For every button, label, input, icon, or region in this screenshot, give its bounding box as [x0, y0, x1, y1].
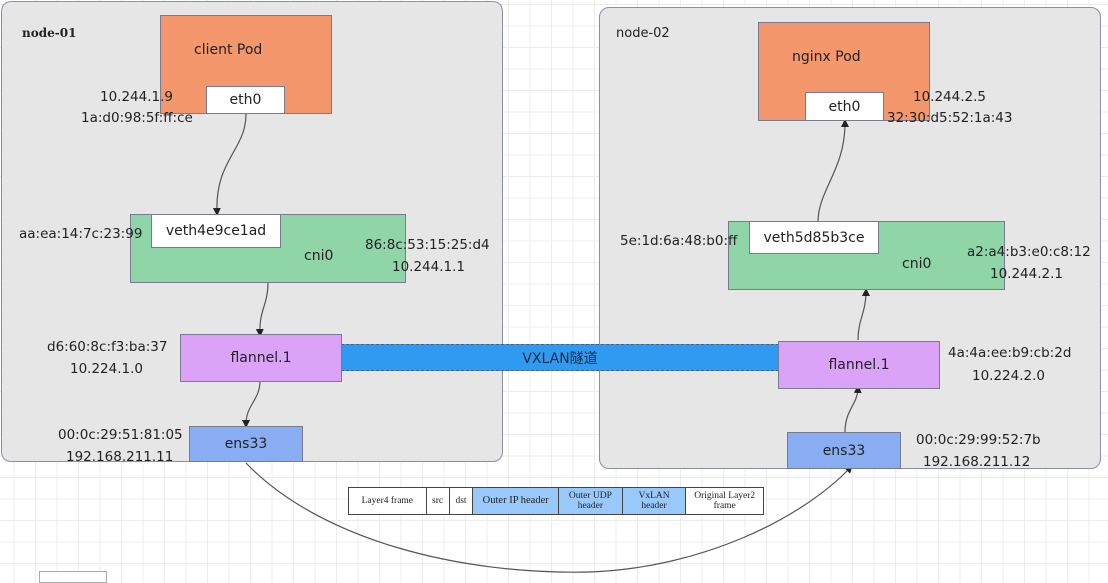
packet-field-src: src	[427, 488, 450, 514]
node-02-cni0-mac: a2:a4:b3:e0:c8:12	[967, 244, 1091, 260]
nginx-pod-ip: 10.244.2.5	[913, 89, 986, 105]
node-01-flannel[interactable]: flannel.1	[180, 334, 342, 382]
packet-field-original-layer2-frame: Original Layer2 frame	[694, 491, 756, 511]
node-01-cni0-mac: 86:8c:53:15:25:d4	[365, 237, 490, 253]
packet-field-layer4-frame: Layer4 frame	[349, 488, 427, 514]
edge-flannel-to-ens-node1	[242, 380, 261, 428]
edge-veth-to-eth0-node2	[817, 119, 849, 223]
packet-field-outer-ip-header: Outer IP header	[473, 488, 560, 514]
node-01-cni0-label: cni0	[304, 248, 334, 264]
edge-ens-to-flannel-node2	[844, 385, 862, 433]
vxlan-tunnel[interactable]: VXLAN隧道	[341, 344, 779, 371]
node-01-flannel-mac: d6:60:8c:f3:ba:37	[47, 339, 168, 355]
packet-field-outer-udp-header: Outer UDP header	[559, 488, 623, 514]
packet-field-vxlan-header: VxLAN header	[622, 488, 687, 514]
node-02-flannel[interactable]: flannel.1	[778, 341, 940, 389]
node-01-title: node-01	[22, 26, 77, 40]
nginx-pod-eth0[interactable]: eth0	[805, 92, 884, 121]
client-pod-mac: 1a:d0:98:5f:ff:ce	[81, 110, 193, 126]
client-pod-eth0[interactable]: eth0	[206, 86, 285, 114]
node-02-flannel-mac: 4a:4a:ee:b9:cb:2d	[948, 345, 1072, 361]
edge-eth0-to-veth-node1	[212, 113, 247, 216]
node-02-ens33[interactable]: ens33	[787, 432, 901, 469]
nginx-pod-label: nginx Pod	[792, 49, 861, 65]
node-02-flannel-ip: 10.224.2.0	[972, 368, 1045, 384]
nginx-pod-mac: 32:30:d5:52:1a:43	[887, 110, 1013, 126]
client-pod-label: client Pod	[194, 42, 263, 58]
node-02-ens33-ip: 192.168.211.12	[923, 454, 1031, 470]
node-02-veth-mac: 5e:1d:6a:48:b0:ff	[620, 233, 738, 249]
node-01-ens33-ip: 192.168.211.11	[66, 449, 174, 465]
node-01-veth-mac: aa:ea:14:7c:23:99	[19, 226, 143, 242]
node-01-ens33[interactable]: ens33	[189, 426, 303, 462]
edge-flannel-to-cni-node2	[857, 288, 870, 341]
node-02-title: node-02	[616, 26, 670, 41]
vxlan-tunnel-label: VXLAN隧道	[522, 350, 598, 367]
node-02-cni0-ip: 10.244.2.1	[990, 266, 1063, 282]
node-01-flannel-ip: 10.224.1.0	[70, 361, 143, 377]
packet-field-dst: dst	[450, 488, 474, 514]
node-02-veth[interactable]: veth5d85b3ce	[749, 221, 879, 254]
edge-cni-to-flannel-node1	[255, 282, 269, 337]
client-pod-ip: 10.244.1.9	[100, 89, 173, 105]
node-01-cni0-ip: 10.244.1.1	[392, 259, 465, 275]
node-01-veth[interactable]: veth4e9ce1ad	[151, 214, 281, 248]
vxlan-packet-format: Layer4 frame src dst Outer IP header Out…	[348, 487, 764, 515]
node-01-ens33-mac: 00:0c:29:51:81:05	[58, 427, 183, 443]
node-02-ens33-mac: 00:0c:29:99:52:7b	[916, 432, 1041, 448]
offscreen-box	[39, 571, 107, 583]
edge-ens1-to-ens2	[245, 462, 853, 573]
node-02-cni0-label: cni0	[902, 256, 932, 272]
